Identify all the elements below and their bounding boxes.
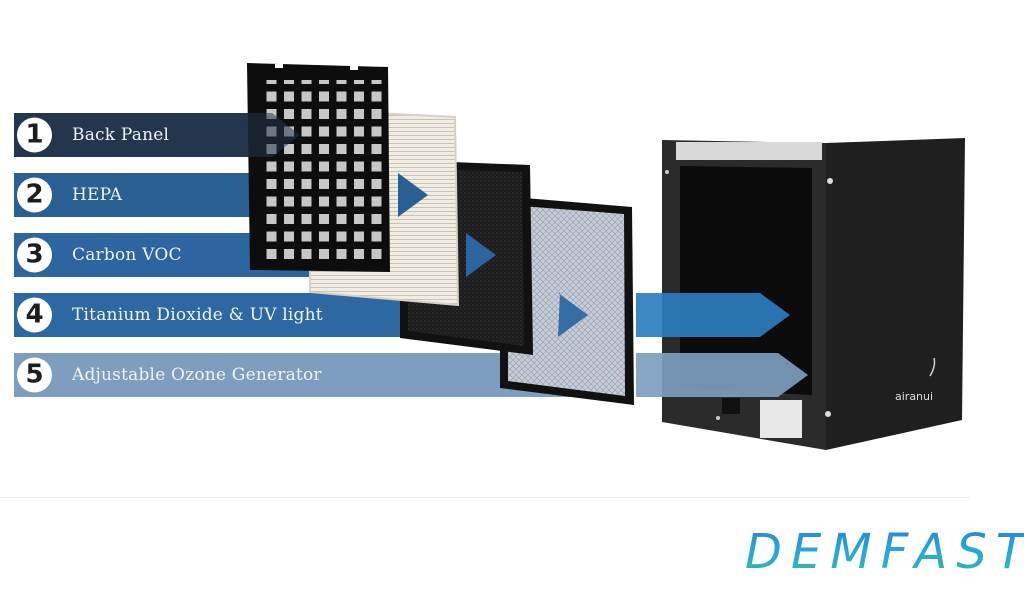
band-shape-1 <box>14 113 300 157</box>
filter-row-2: 2 HEPA <box>14 173 264 216</box>
step-number-3: 3 <box>17 237 52 272</box>
filter-label-back-panel: Back Panel <box>72 124 170 145</box>
step-number-4: 4 <box>17 297 52 332</box>
filter-row-1: 1 Back Panel <box>14 113 264 156</box>
air-purifier-unit: airanui <box>636 138 965 450</box>
filter-label-titanium-uv: Titanium Dioxide & UV light <box>72 304 323 325</box>
filter-row-4: 4 Titanium Dioxide & UV light <box>14 293 374 336</box>
step-number-5: 5 <box>17 357 52 392</box>
filter-label-carbon-voc: Carbon VOC <box>72 244 182 265</box>
filter-label-ozone: Adjustable Ozone Generator <box>72 364 322 385</box>
band-shape-5 <box>14 353 600 397</box>
filter-label-hepa: HEPA <box>72 184 123 205</box>
step-number-2: 2 <box>17 177 52 212</box>
filter-row-5: 5 Adjustable Ozone Generator <box>14 353 374 396</box>
brand-logo: airanui <box>895 390 933 403</box>
filter-row-3: 3 Carbon VOC <box>14 233 264 276</box>
step-number-1: 1 <box>17 117 52 152</box>
panel-back-grid <box>247 63 390 272</box>
divider <box>0 497 970 498</box>
demfast-logo: DEMFAST <box>745 524 1024 580</box>
